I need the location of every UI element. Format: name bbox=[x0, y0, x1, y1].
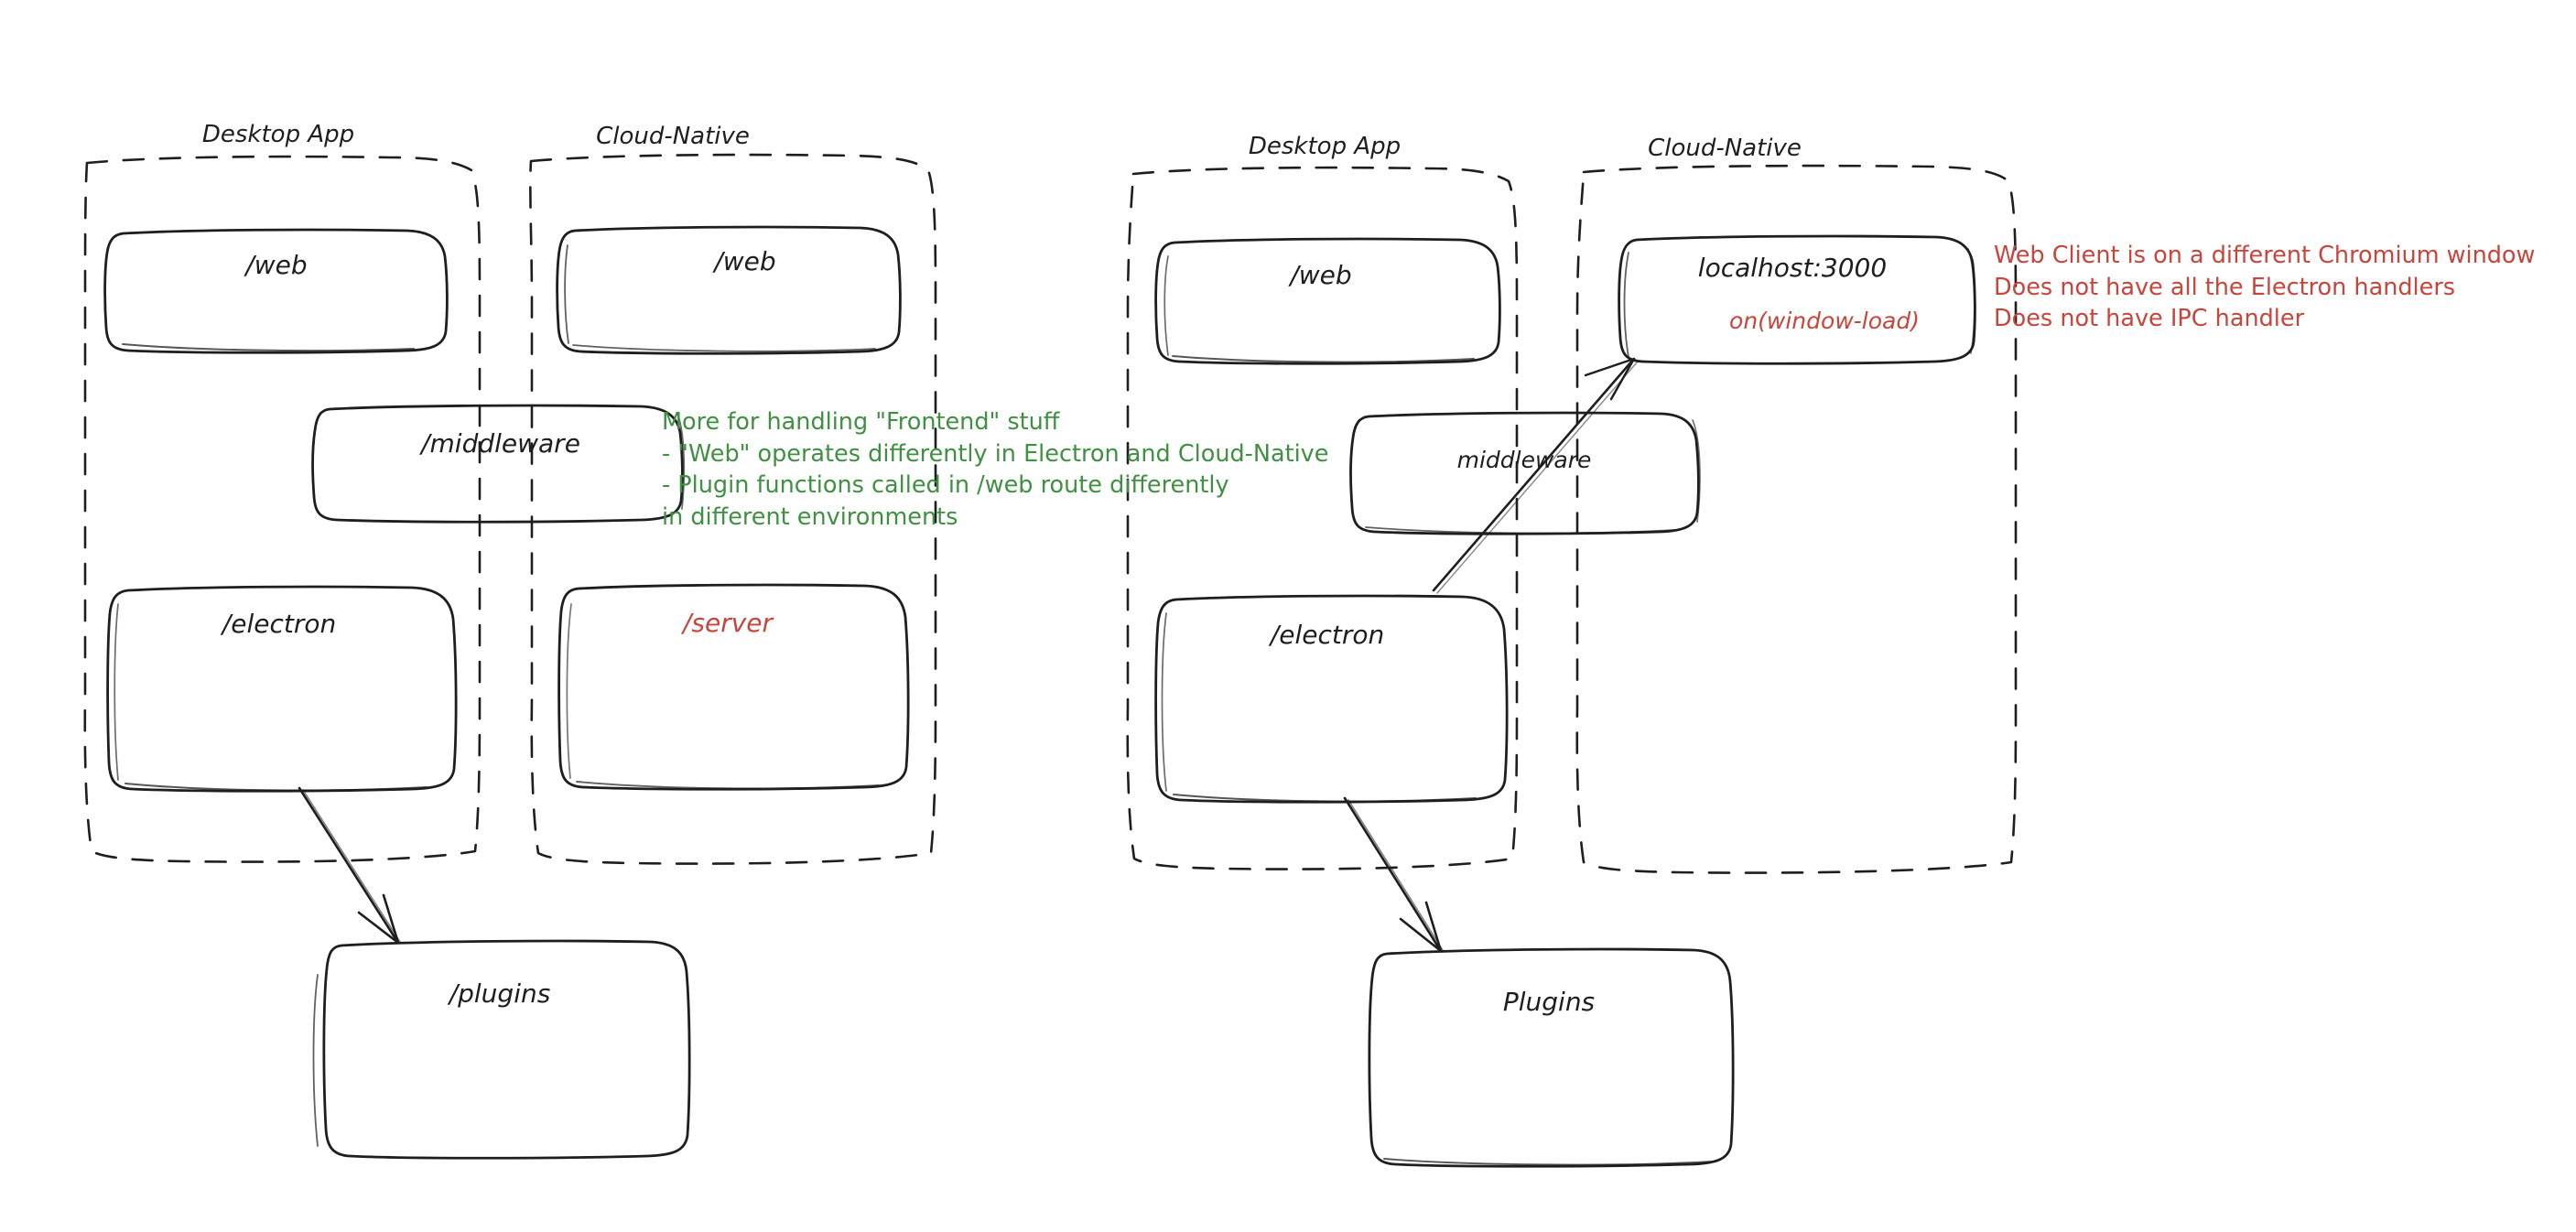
box-outline-right-middleware bbox=[1349, 411, 1701, 535]
box-outline-right-electron bbox=[1154, 594, 1509, 804]
annotation-red-line-1: Web Client is on a different Chromium wi… bbox=[1994, 242, 2536, 269]
box-label-left-plugins: /plugins bbox=[449, 978, 551, 1009]
box-outline-left-electron bbox=[106, 585, 458, 793]
group-title-right-desktop-app: Desktop App bbox=[1248, 133, 1402, 160]
box-label-left-desktop-web: /web bbox=[245, 250, 308, 280]
annotation-green-line-4: in different environments bbox=[662, 503, 958, 532]
arrow-left-electron-to-plugins bbox=[298, 786, 401, 945]
box-label-right-desktop-web: /web bbox=[1290, 260, 1352, 290]
arrow-right-electron-to-plugins bbox=[1343, 796, 1444, 953]
annotation-red-line-2: Does not have all the Electron handlers bbox=[1994, 273, 2456, 301]
box-label-left-server: /server bbox=[682, 608, 774, 638]
box-label-right-plugins: Plugins bbox=[1502, 987, 1596, 1017]
box-outline-left-cloud-web bbox=[556, 225, 902, 355]
box-label-left-middleware: /middleware bbox=[421, 428, 580, 459]
box-outline-left-desktop-web bbox=[103, 228, 449, 354]
annotation-red: Web Client is on a different Chromium wi… bbox=[1994, 240, 2535, 335]
box-outline-left-server bbox=[557, 583, 910, 791]
group-title-left-desktop-app: Desktop App bbox=[201, 121, 355, 148]
annotation-green-line-2: - "Web" operates differently in Electron… bbox=[662, 439, 1329, 468]
arrow-right-electron-to-localhost bbox=[1432, 357, 1638, 594]
box-outline-left-plugins bbox=[312, 939, 691, 1160]
box-outline-right-desktop-web bbox=[1154, 237, 1501, 365]
annotation-red-line-3: Does not have IPC handler bbox=[1994, 305, 2305, 333]
annotation-green-line-1: More for handling "Frontend" stuff bbox=[662, 408, 1060, 436]
box-label-right-middleware: middleware bbox=[1456, 447, 1592, 473]
box-label-left-electron: /electron bbox=[222, 609, 337, 639]
annotation-green: More for handling "Frontend" stuff - "We… bbox=[662, 406, 1328, 534]
box-sublabel-right-localhost-onwindowload: on(window-load) bbox=[1729, 308, 1920, 334]
box-outline-right-plugins bbox=[1368, 947, 1735, 1168]
annotation-green-line-3: - Plugin functions called in /web route … bbox=[662, 471, 1229, 500]
box-label-left-cloud-web: /web bbox=[714, 246, 776, 276]
box-label-right-localhost: localhost:3000 bbox=[1697, 253, 1888, 283]
group-outline-right-desktop-app bbox=[1126, 166, 1519, 870]
box-outline-left-middleware bbox=[311, 404, 686, 524]
group-outline-right-cloud-native bbox=[1575, 164, 2018, 874]
box-outline-right-localhost bbox=[1618, 234, 1976, 365]
group-outline-left-cloud-native bbox=[529, 153, 937, 865]
group-title-right-cloud-native: Cloud-Native bbox=[1648, 135, 1802, 162]
box-label-right-electron: /electron bbox=[1270, 620, 1385, 650]
group-title-left-cloud-native: Cloud-Native bbox=[596, 123, 750, 150]
group-outline-left-desktop-app bbox=[83, 155, 482, 863]
